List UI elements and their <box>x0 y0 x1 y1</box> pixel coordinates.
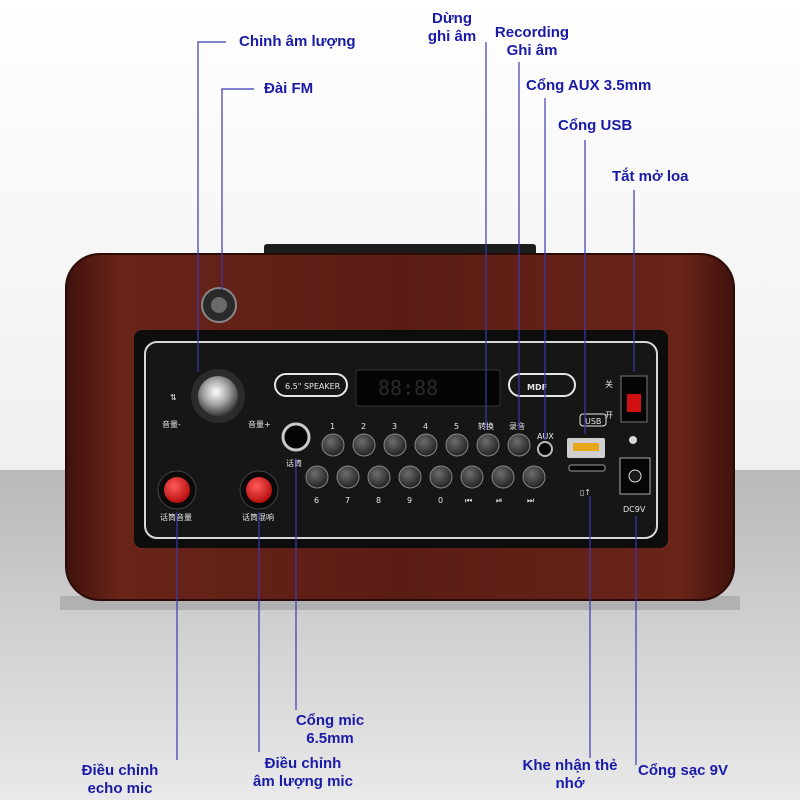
switch-on-label: 开 <box>605 411 613 420</box>
mic-echo-knob[interactable] <box>246 477 272 503</box>
callout-power: Tắt mở loa <box>612 168 689 185</box>
callout-stop-record: Dừng ghi âm <box>418 10 486 46</box>
wooden-body-edge <box>65 253 735 601</box>
button-label-2: 2 <box>361 422 366 431</box>
callout-rec-line2: Ghi âm <box>506 42 558 59</box>
mic-volume-label: 话筒音量 <box>160 512 192 522</box>
callout-echo-line2: echo mic <box>87 780 153 797</box>
button-7[interactable] <box>336 465 360 489</box>
brand-badge <box>508 373 576 397</box>
power-switch-rocker[interactable] <box>627 394 641 412</box>
speaker-badge-text: 6.5" SPEAKER <box>285 382 341 391</box>
next-button[interactable] <box>522 465 546 489</box>
prev-button[interactable] <box>460 465 484 489</box>
mic-jack-label: 话筒 <box>286 458 302 468</box>
volume-minus-label: 音量- <box>162 419 181 429</box>
volume-knob[interactable] <box>198 376 238 416</box>
button-5[interactable] <box>445 433 469 457</box>
dc-label: DC9V <box>623 505 646 514</box>
swap-icon: ⇅ <box>170 393 177 402</box>
row2-buttons <box>305 465 546 489</box>
play-pause-button[interactable] <box>491 465 515 489</box>
callout-card-slot: Khe nhận thẻ nhớ <box>514 757 626 793</box>
button-8[interactable] <box>367 465 391 489</box>
callout-charge: Cổng sạc 9V <box>638 762 729 779</box>
volume-plus-label: 音量+ <box>248 419 271 429</box>
aux-label: AUX <box>537 432 554 441</box>
button-6[interactable] <box>305 465 329 489</box>
switch-off-label: 关 <box>605 379 613 389</box>
fm-antenna-screw <box>211 297 227 313</box>
button-label-8: 8 <box>376 496 381 505</box>
button-9[interactable] <box>398 465 422 489</box>
callout-card-line1: Khe nhận thẻ <box>522 757 618 774</box>
button-label-0: 0 <box>438 496 443 505</box>
callout-aux: Cổng AUX 3.5mm <box>526 77 652 94</box>
button-0[interactable] <box>429 465 453 489</box>
callout-rec-line1: Recording <box>494 24 570 41</box>
callout-mic-volume: Điều chỉnh âm lượng mic <box>244 755 362 791</box>
callout-mic-port-line2: 6.5mm <box>306 730 354 747</box>
usb-label-icon <box>579 413 607 427</box>
button-label-7: 7 <box>345 496 350 505</box>
callout-usb: Cổng USB <box>558 117 633 134</box>
callout-stop-line2: ghi âm <box>427 28 477 45</box>
button-1[interactable] <box>321 433 345 457</box>
mic-volume-knob[interactable] <box>164 477 190 503</box>
callout-lines <box>176 41 637 765</box>
mic-jack-port[interactable] <box>281 422 311 452</box>
stop-record-button[interactable] <box>476 433 500 457</box>
callout-mic-port-line1: Cổng mic <box>295 712 365 729</box>
callout-card-line2: nhớ <box>555 775 585 792</box>
sd-card-icon: ▯↑ <box>580 488 591 497</box>
callout-mic-vol-line1: Điều chỉnh <box>264 755 342 772</box>
callout-fm: Đài FM <box>264 80 314 97</box>
row1-buttons <box>321 433 553 457</box>
line-volume <box>197 41 226 372</box>
callout-mic-vol-line2: âm lượng mic <box>253 773 353 790</box>
callout-mic-port: Cổng mic 6.5mm <box>288 712 372 748</box>
record-label: 录音 <box>509 421 525 431</box>
button-label-1: 1 <box>330 422 335 431</box>
usb-label: USB <box>585 417 601 426</box>
button-label-5: 5 <box>454 422 459 431</box>
status-led <box>629 436 637 444</box>
led-display-reading: 88:88 <box>378 376 438 400</box>
callout-volume: Chỉnh âm lượng <box>239 33 356 50</box>
button-label-4: 4 <box>423 422 428 431</box>
record-button[interactable] <box>507 433 531 457</box>
line-fm <box>221 88 254 290</box>
aux-port[interactable] <box>537 441 553 457</box>
row2-labels: 6 7 8 9 0 ⏮ ⏯ ⏭ <box>314 496 534 505</box>
button-label-9: 9 <box>407 496 412 505</box>
button-4[interactable] <box>414 433 438 457</box>
led-display <box>355 369 501 407</box>
callout-echo: Điều chỉnh echo mic <box>70 762 170 798</box>
prev-icon: ⏮ <box>465 496 472 505</box>
button-label-3: 3 <box>392 422 397 431</box>
brand-badge-text: MDF <box>527 383 547 392</box>
callout-echo-line1: Điều chỉnh <box>81 762 159 779</box>
dc-jack-pin <box>628 469 642 483</box>
callout-recording: Recording Ghi âm <box>486 24 578 60</box>
usb-port-contacts <box>573 443 599 451</box>
button-3[interactable] <box>383 433 407 457</box>
button-label-6: 6 <box>314 496 319 505</box>
next-icon: ⏭ <box>527 496 534 505</box>
callout-stop-line1: Dừng <box>431 10 473 27</box>
sd-card-slot[interactable] <box>568 464 606 472</box>
speaker-badge <box>274 373 348 397</box>
button-2[interactable] <box>352 433 376 457</box>
play-pause-icon: ⏯ <box>496 496 502 505</box>
mic-echo-label: 话筒混响 <box>242 512 274 522</box>
